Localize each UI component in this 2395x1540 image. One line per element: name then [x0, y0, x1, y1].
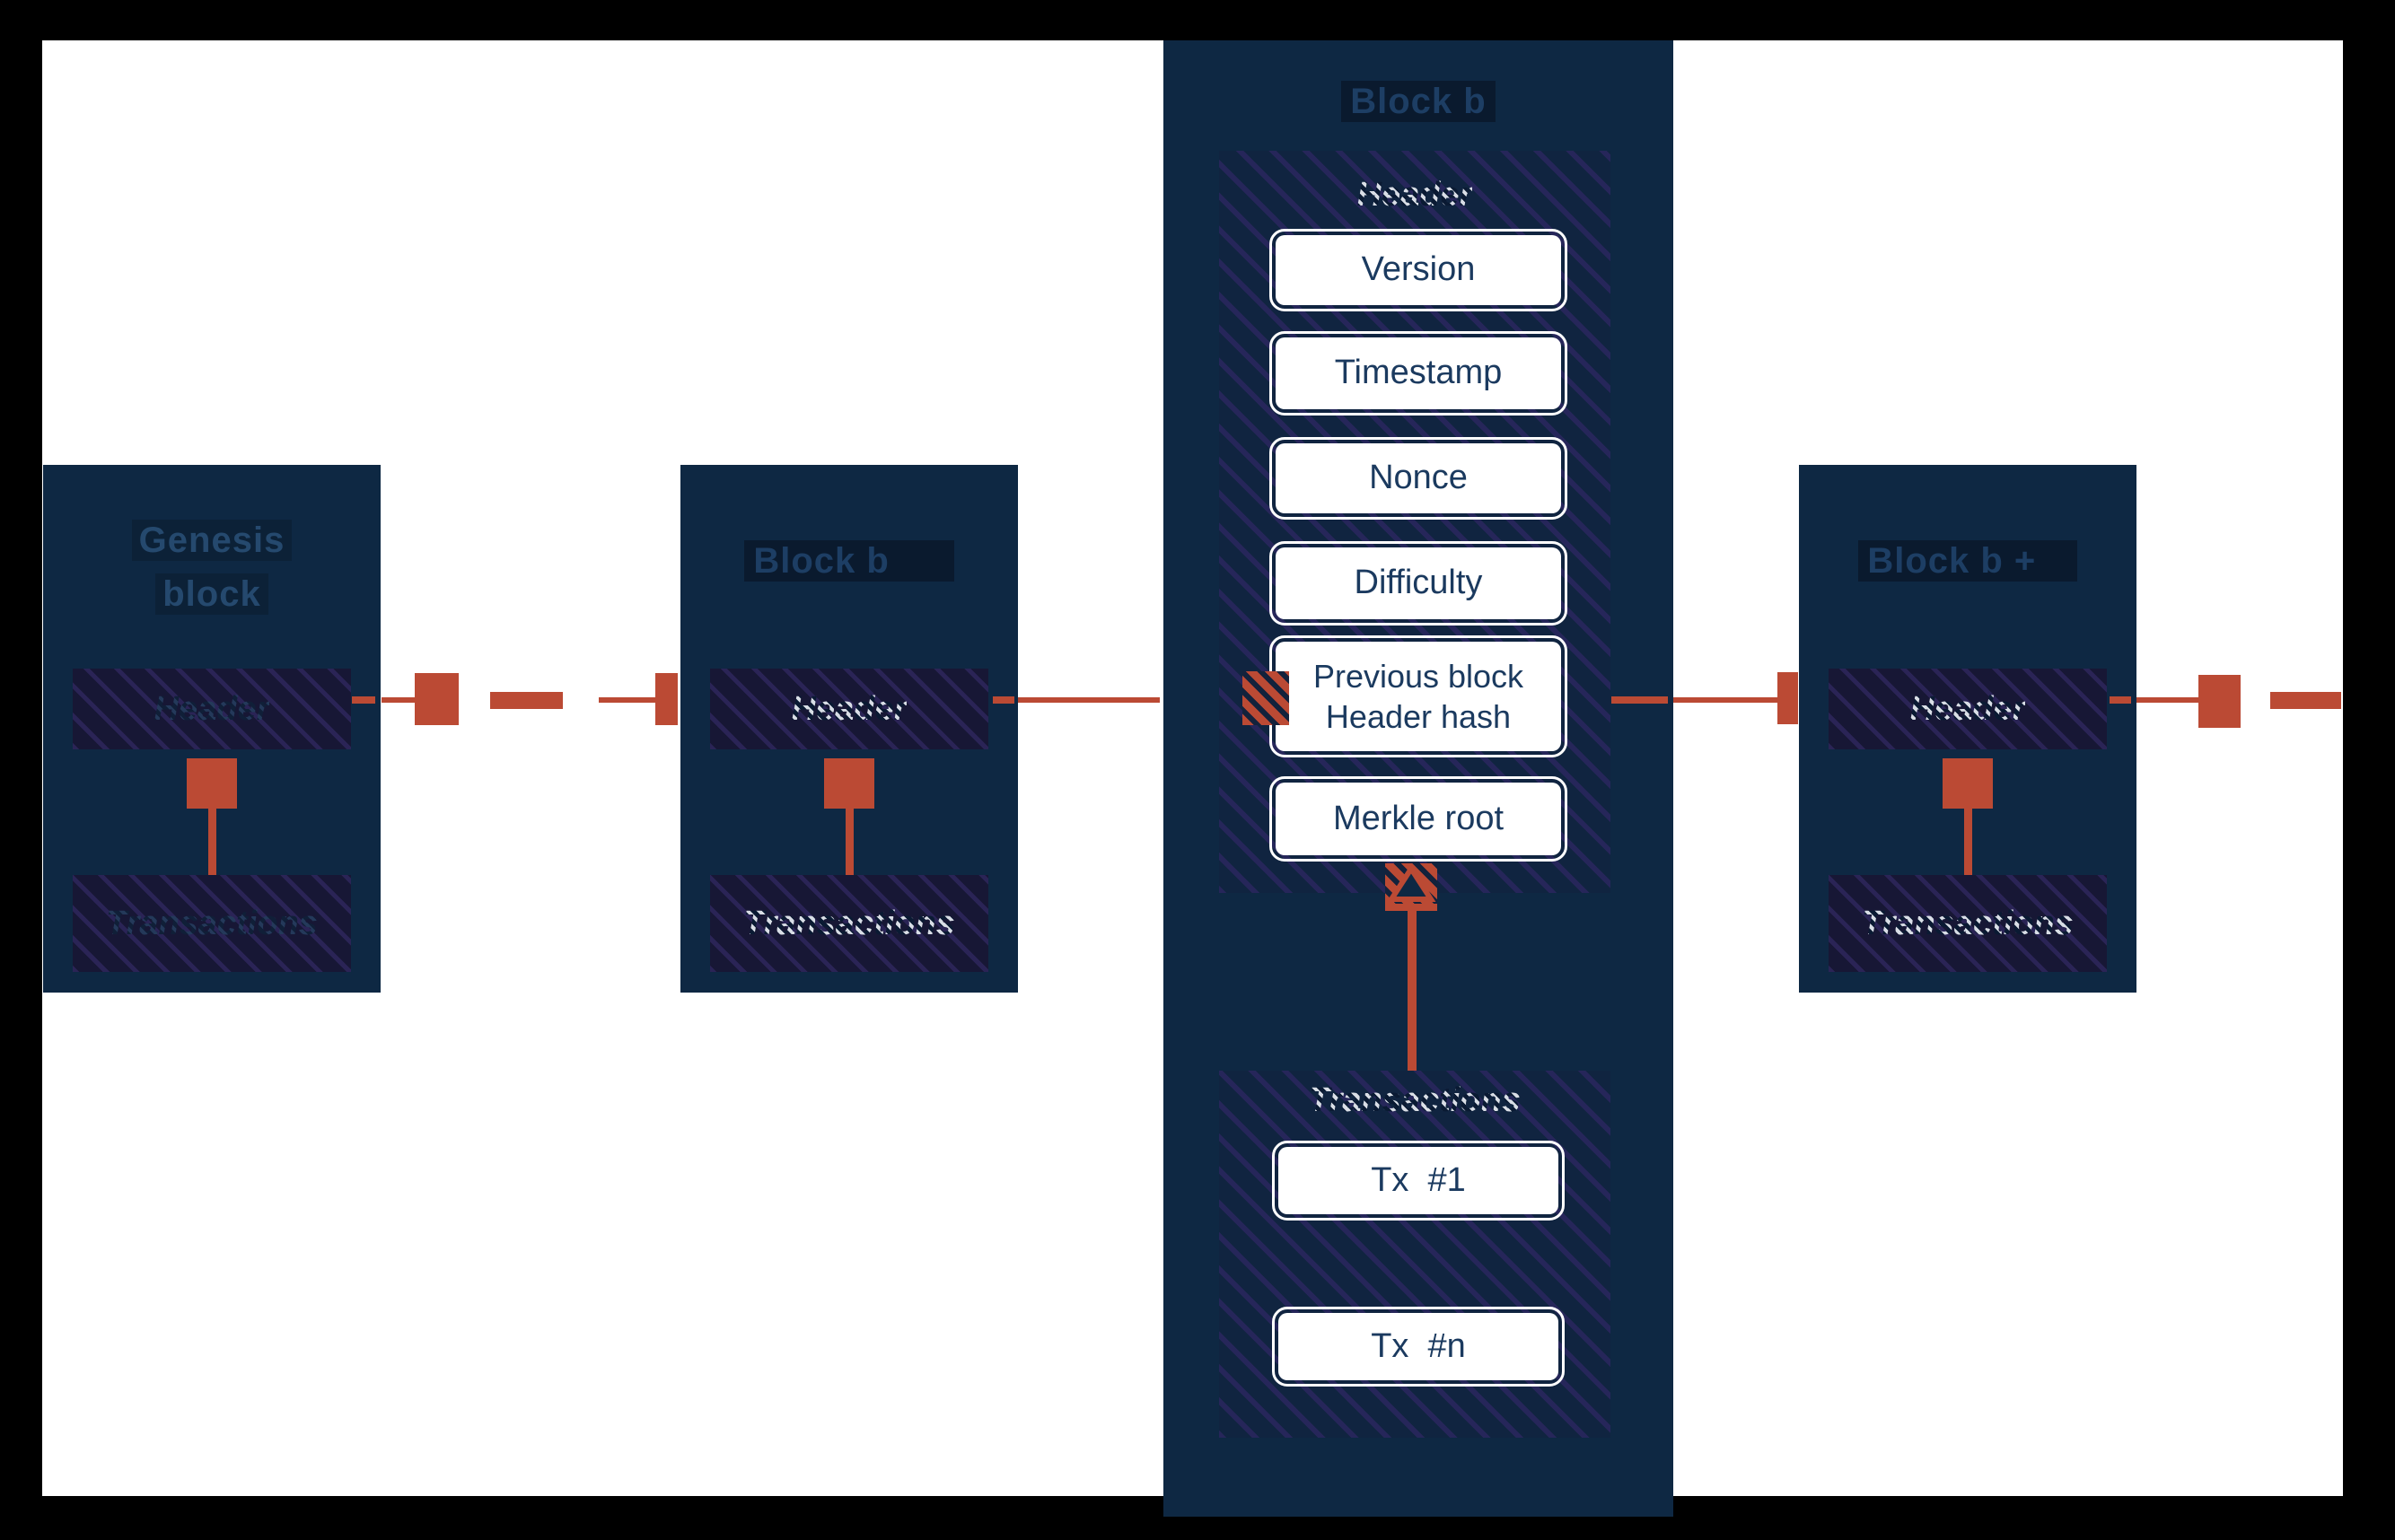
block-b-plus-1-header-label: Header — [1909, 689, 2026, 728]
field-nonce: Nonce — [1269, 437, 1567, 520]
chain-line-d1 — [2136, 697, 2198, 703]
block-b-plus-1-title-obscured: 1 — [2036, 541, 2067, 581]
block-b-minus-1-link-stem — [846, 809, 854, 875]
chain-dash-d1 — [2110, 696, 2131, 704]
chain-plug-c-left — [1777, 672, 1798, 724]
block-b-minus-1-title-obscured: - 1 — [890, 541, 945, 581]
chain-dash-a1 — [352, 696, 375, 704]
merkle-arrow-triangle — [1386, 863, 1436, 902]
genesis-header-box: Header — [73, 669, 351, 749]
block-b-plus-1-link-square — [1943, 758, 1993, 809]
genesis-transactions-box: Transactions — [73, 875, 351, 972]
block-b-plus-1-header-box: Header — [1829, 669, 2107, 749]
field-timestamp: Timestamp — [1269, 331, 1567, 416]
chain-line-c1 — [1673, 697, 1777, 703]
block-b-minus-1-transactions-box: Transactions — [710, 875, 988, 972]
genesis-transactions-label: Transactions — [106, 904, 318, 942]
merkle-arrow — [1385, 863, 1437, 911]
chain-square-a — [415, 673, 459, 725]
chain-line-a1 — [382, 697, 415, 703]
genesis-link-stem — [208, 809, 216, 875]
block-b-minus-1-link-square — [824, 758, 874, 809]
merkle-arrow-stem — [1408, 905, 1417, 1071]
genesis-title-line2: block — [155, 573, 268, 615]
chain-dash-a2 — [490, 692, 563, 709]
block-b-plus-1-title: Block b + 1 — [1799, 534, 2136, 588]
genesis-block: Genesis block Header Transactions — [43, 465, 381, 993]
block-b-minus-1: Block b - 1 Header Transactions — [680, 465, 1018, 993]
block-b-header-panel: Header Version Timestamp Nonce Difficult… — [1219, 151, 1610, 893]
chain-dash-c1 — [1611, 696, 1668, 704]
field-difficulty: Difficulty — [1269, 541, 1567, 626]
block-b: Block b Header Version Timestamp Nonce D… — [1163, 40, 1673, 1517]
block-b-plus-1: Block b + 1 Header Transactions — [1799, 465, 2136, 993]
block-b-plus-1-title-visible: Block b + — [1867, 541, 2037, 581]
field-tx-n: Tx #n — [1272, 1307, 1565, 1387]
field-previous-block-header-hash: Previous block Header hash — [1269, 635, 1567, 757]
field-tx-1: Tx #1 — [1272, 1141, 1565, 1221]
block-b-header-label: Header — [1356, 176, 1473, 214]
block-b-transactions-label: Transactions — [1309, 1081, 1521, 1119]
block-b-plus-1-link-stem — [1964, 809, 1972, 875]
genesis-block-title: Genesis block — [43, 513, 381, 621]
block-b-plus-1-transactions-box: Transactions — [1829, 875, 2107, 972]
chain-plug-a-left — [655, 673, 678, 725]
chain-dash-b1 — [993, 696, 1014, 704]
block-b-minus-1-transactions-label: Transactions — [743, 904, 955, 942]
block-b-minus-1-header-box: Header — [710, 669, 988, 749]
block-b-title-text: Block b — [1341, 81, 1496, 122]
genesis-header-label: Header — [154, 689, 270, 728]
chain-square-d — [2198, 675, 2241, 728]
field-version: Version — [1269, 229, 1567, 311]
chain-line-a2 — [599, 697, 655, 703]
block-b-plus-1-transactions-label: Transactions — [1862, 904, 2074, 942]
field-merkle-root: Merkle root — [1269, 776, 1567, 862]
block-b-transactions-panel: Transactions Tx #1 Tx #n — [1219, 1071, 1610, 1438]
block-b-minus-1-header-label: Header — [791, 689, 908, 728]
genesis-title-line1: Genesis — [131, 520, 293, 561]
genesis-link-square — [187, 758, 237, 809]
chain-dash-d2 — [2270, 692, 2341, 709]
block-b-minus-1-title-visible: Block b — [753, 541, 890, 581]
block-b-title: Block b — [1163, 74, 1673, 128]
block-b-minus-1-title: Block b - 1 — [680, 534, 1018, 588]
prev-hash-arrow-square — [1242, 671, 1289, 725]
chain-line-b1 — [1018, 697, 1160, 703]
